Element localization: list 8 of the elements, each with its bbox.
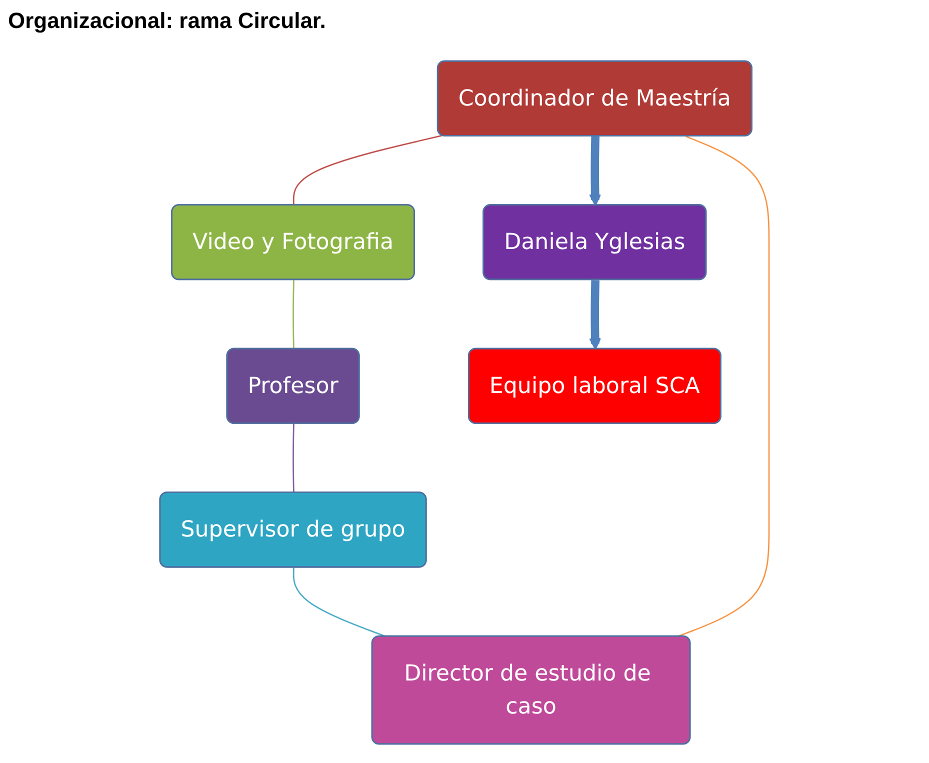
- connector: [292, 280, 294, 350]
- arrow: [589, 136, 602, 206]
- connector: [676, 136, 770, 638]
- connector: [292, 424, 294, 494]
- connector: [292, 134, 442, 206]
- connector: [292, 568, 387, 638]
- diagram-title: Organizacional: rama Circular.: [8, 8, 326, 34]
- arrow: [589, 280, 602, 350]
